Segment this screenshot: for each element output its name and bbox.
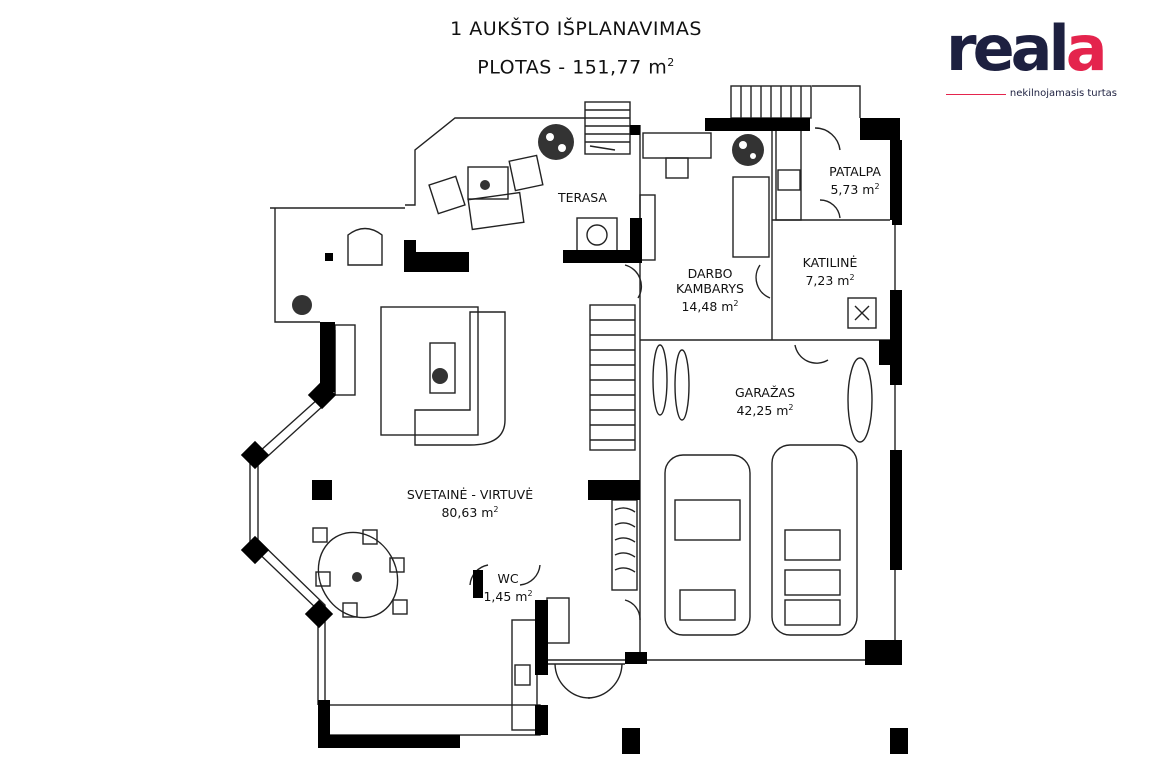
wall (705, 118, 810, 131)
terrace-table (467, 166, 509, 200)
terrace-sofa (467, 191, 525, 231)
room-label-terasa: TERASA (558, 190, 607, 205)
desk (642, 132, 712, 159)
room-label-katiline: KATILINĖ 7,23 m2 (802, 255, 858, 289)
plant-terrace (538, 124, 574, 160)
office-chair (665, 157, 689, 179)
brand-logo[interactable]: reala nekilnojamasis turtas (946, 14, 1121, 108)
plan-title: 1 AUKŠTO IŠPLANAVIMAS (450, 18, 702, 40)
grill (576, 217, 618, 254)
fridge (546, 597, 570, 644)
stair-interior (589, 304, 636, 451)
room-label-svetaine-virtuve: SVETAINĖ - VIRTUVĖ 80,63 m2 (406, 487, 534, 521)
rug (380, 306, 479, 436)
bicycle-1 (652, 344, 668, 416)
motorcycle (847, 357, 873, 443)
sofa (414, 311, 506, 446)
bicycle-2 (674, 349, 690, 421)
shoe-rack (611, 499, 638, 591)
bay-window (249, 330, 329, 705)
terrace-outline (405, 117, 585, 206)
terrace-chair (428, 175, 466, 215)
entrance-door-swing (554, 663, 591, 699)
boiler (847, 297, 877, 329)
logo-wordmark: reala (946, 12, 1108, 85)
office-sofa (732, 176, 770, 258)
coffee-table (429, 342, 456, 394)
room-label-patalpa: PATALPA 5,73 m2 (829, 164, 881, 198)
dining-table (317, 531, 399, 619)
plant-office (732, 134, 764, 166)
room-label-garazas: GARAŽAS 42,25 m2 (734, 385, 796, 419)
kitchen-counter (324, 704, 541, 736)
balcony-armchair (347, 227, 383, 266)
logo-tagline: nekilnojamasis turtas (1009, 88, 1117, 99)
car-right (771, 444, 858, 636)
room-label-wc: WC 1,45 m2 (483, 571, 533, 605)
room-label-darbo-kambarys: DARBO KAMBARYS 14,48 m2 (676, 266, 744, 315)
column (312, 480, 332, 500)
tv-console (334, 324, 356, 396)
plant-balcony (292, 295, 312, 315)
plan-area: PLOTAS - 151,77 m2 (477, 56, 675, 79)
car-left (664, 454, 751, 636)
kitchen-sink (514, 664, 531, 686)
logo-divider (946, 94, 1006, 95)
